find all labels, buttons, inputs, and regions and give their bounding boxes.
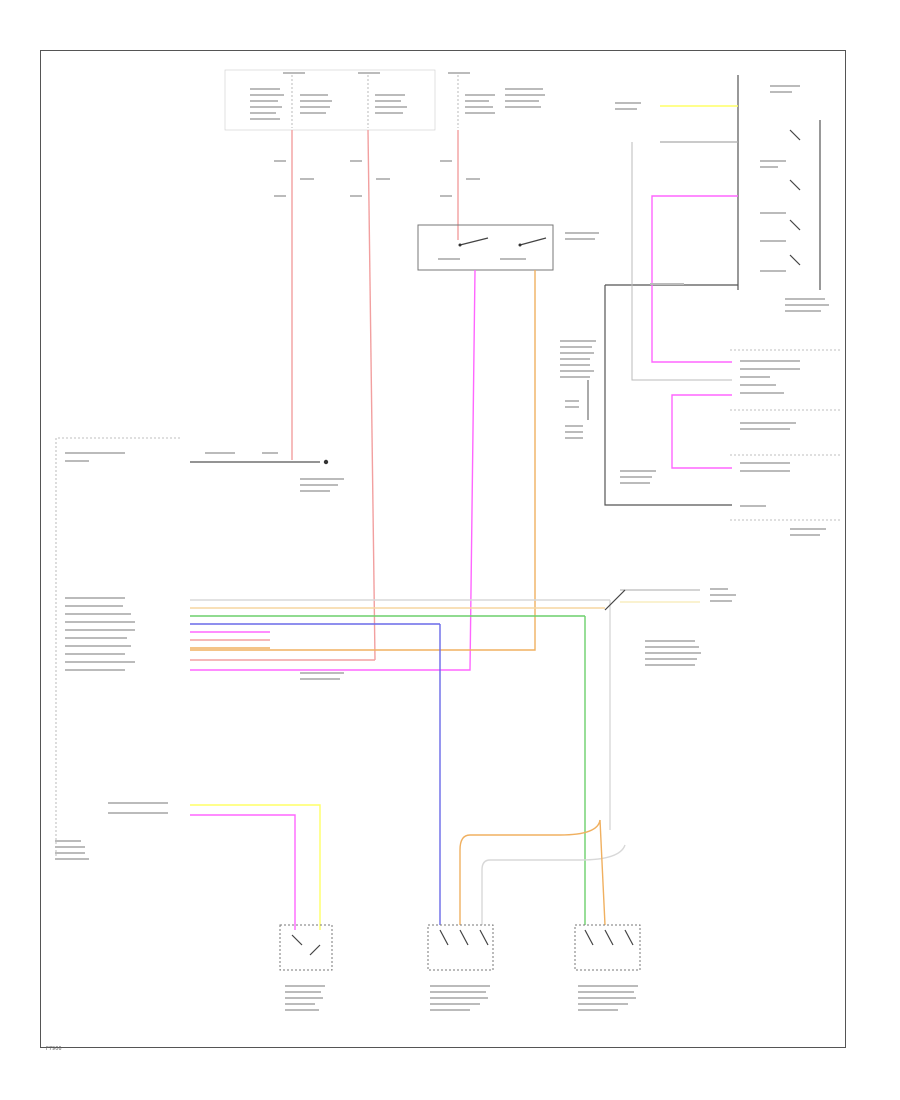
figure-id: F7906	[46, 1046, 62, 1052]
grey-wire-loop	[631, 142, 732, 381]
fuse-feed-wires	[274, 129, 480, 661]
yellow-wire-memory	[190, 804, 321, 930]
module-text-marks	[560, 85, 829, 536]
diagram-frame	[40, 50, 846, 1048]
motor-left	[279, 924, 333, 1011]
motor-middle	[427, 924, 494, 1011]
feed-wire-labels	[274, 160, 480, 197]
brake-switch-frame	[417, 224, 554, 271]
module-switch-4	[789, 254, 801, 266]
red-feed-wire-middle	[367, 129, 376, 661]
brake-switch-contact-right	[519, 237, 547, 246]
fuse-text-marks	[250, 72, 545, 120]
module-switch-1	[789, 129, 801, 141]
module-switch-3	[789, 219, 801, 231]
orange-wire-motor	[459, 819, 601, 925]
pink-wire-module-top	[651, 195, 738, 363]
right-module-group	[560, 75, 840, 536]
motor-right	[574, 924, 641, 1011]
pink-wire-module-lower	[671, 394, 732, 469]
brake-switch-block	[417, 224, 599, 271]
black-wire-loop	[604, 285, 732, 506]
white-wire-motor	[481, 844, 626, 925]
left-connector-group	[55, 437, 344, 860]
fuse-block-label-box	[224, 69, 436, 131]
memory-seat-group	[55, 802, 321, 930]
main-connector-text	[65, 597, 344, 680]
pink-wire-memory	[190, 814, 296, 930]
fuse-block-group	[224, 69, 545, 131]
module-switch-2	[789, 179, 801, 191]
orange-wire-motor-right	[599, 819, 606, 926]
brake-switch-contact-left	[459, 237, 489, 246]
pink-wire-brake-to-module	[190, 269, 476, 671]
main-connector-group	[65, 588, 736, 925]
orange-wire-brake-to-module	[190, 270, 536, 651]
sensor-switch	[604, 589, 626, 611]
